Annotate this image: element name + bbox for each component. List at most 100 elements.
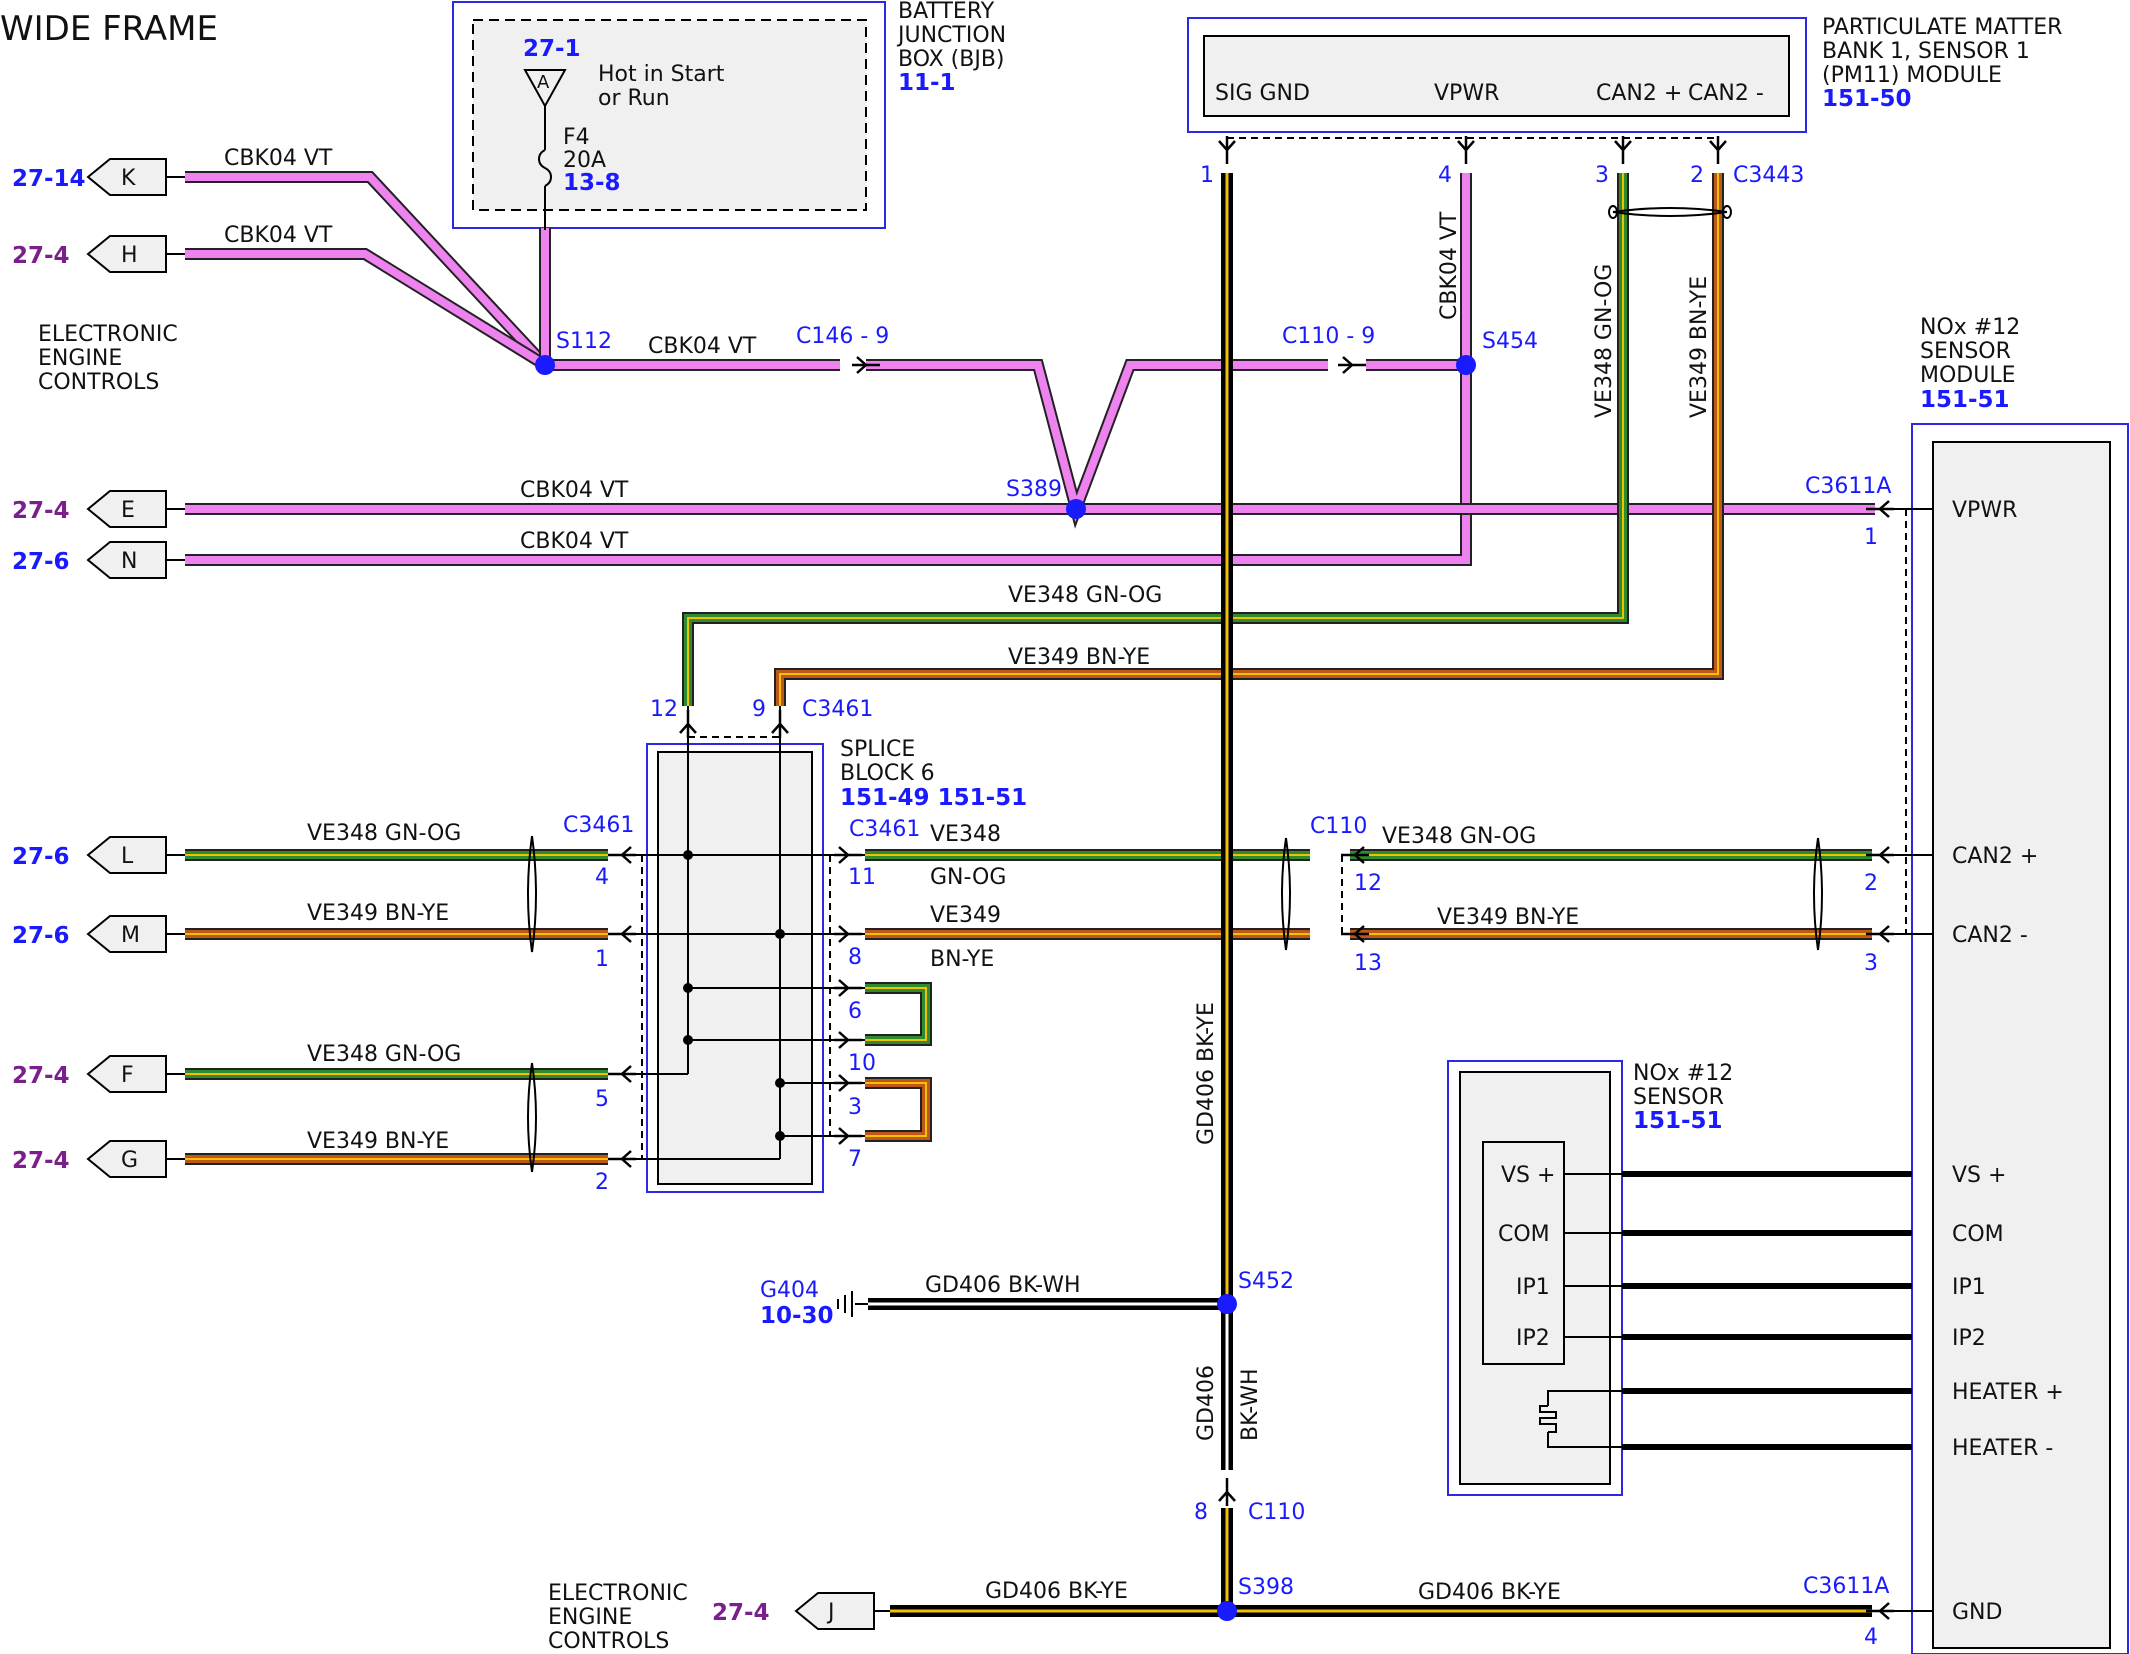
wire-label-vertical: GD406 [1194,1365,1219,1441]
page-ref-link[interactable]: 27-4 [12,1148,70,1174]
eec-label: ELECTRONIC [548,1581,688,1606]
wire-label: VE348 [930,822,1001,847]
pin-number: 4 [1864,1625,1878,1650]
pin-number: 7 [848,1147,862,1172]
wire-label: VE349 [930,903,1001,928]
wire-label-vertical: CBK04 VT [1437,211,1462,320]
splice-s389 [1066,499,1086,519]
pin-number: 1 [1200,163,1214,188]
splice-block-page-ref[interactable]: 151-49 151-51 [840,785,1027,811]
connector-label: C3461 [563,813,634,838]
tag-letter: F [121,1063,134,1088]
connector-label: C3461 [802,697,873,722]
nox-module-pin: CAN2 - [1952,923,2028,948]
tag-letter: H [121,243,138,268]
wire-label: VE348 GN-OG [307,821,461,846]
bjb-page-ref[interactable]: 11-1 [898,70,956,96]
page-ref-link[interactable]: 27-4 [712,1600,770,1626]
pin-number: 8 [1194,1500,1208,1525]
wire-label: CBK04 VT [520,478,629,503]
wire-label: GN-OG [930,865,1006,890]
nox-module-page-ref[interactable]: 151-51 [1920,387,2010,413]
pin-number: 12 [1354,871,1382,896]
pin-number: 3 [1864,951,1878,976]
eec-label: ENGINE [38,346,122,371]
pm11-label: PARTICULATE MATTER [1822,15,2062,40]
pm11-module-box [1187,17,1807,133]
eec-label: CONTROLS [548,1629,669,1654]
pm11-pin-label: CAN2 + [1596,81,1682,106]
splice-s112 [535,355,555,375]
connector-dashes [641,137,1907,1159]
wire-label: CBK04 VT [648,334,757,359]
nox-sensor-page-ref[interactable]: 151-51 [1633,1108,1723,1134]
pin-number: 4 [1438,163,1452,188]
twisted-pair-marks [527,205,1823,1173]
nox-sensor-label: SENSOR [1633,1085,1724,1110]
connector-label: C110 [1310,814,1367,839]
nox-sensor-pin: IP1 [1516,1275,1550,1300]
wire-label-vertical: VE349 BN-YE [1687,276,1712,418]
wire-label-vertical: VE348 GN-OG [1592,264,1617,418]
page-ref-link[interactable]: 27-4 [12,1063,70,1089]
wire-label: CBK04 VT [224,223,333,248]
pin-number: 3 [1595,163,1609,188]
page-ref-link[interactable]: 27-14 [12,166,86,192]
fuse-page-ref[interactable]: 13-8 [563,170,621,196]
fuse-page-ref[interactable]: 27-1 [523,36,581,62]
page-ref-link[interactable]: 27-6 [12,923,70,949]
eec-label: CONTROLS [38,370,159,395]
wire-label: CBK04 VT [520,529,629,554]
pm11-page-ref[interactable]: 151-50 [1822,86,1912,112]
bjb-box [452,1,886,229]
wire-label: VE349 BN-YE [307,1129,449,1154]
pin-number: 10 [848,1051,876,1076]
connector-arrows [608,136,1894,1620]
nox-module-pin: IP1 [1952,1275,1986,1300]
page-ref-link[interactable]: 27-6 [12,844,70,870]
hot-in-start-label: Hot in Start [598,62,725,87]
tag-letter: E [121,498,135,523]
wire-label: CBK04 VT [224,146,333,171]
page-ref-link[interactable]: 27-6 [12,549,70,575]
nox-module-label: NOx #12 [1920,315,2020,340]
fuse-label: F4 [563,125,590,150]
tag-letter: L [121,844,134,869]
nox-sensor-label: NOx #12 [1633,1061,1733,1086]
tag-letter: N [121,549,137,574]
tag-letter: G [121,1148,138,1173]
pin-number: 2 [595,1170,609,1195]
page-ref-link[interactable]: 27-4 [12,498,70,524]
wire-label: VE349 BN-YE [307,901,449,926]
pin-number: 11 [848,865,876,890]
nox-module-pin: HEATER + [1952,1380,2064,1405]
nox-module-pin: HEATER - [1952,1436,2053,1461]
page-ref-link[interactable]: 27-4 [12,243,70,269]
pm11-label: (PM11) MODULE [1822,63,2002,88]
splice-s452 [1217,1294,1237,1314]
pm11-pin-label: CAN2 - [1688,81,1764,106]
eec-label: ENGINE [548,1605,632,1630]
splice-name: S398 [1238,1575,1294,1600]
wire-label: GD406 BK-YE [1418,1580,1561,1605]
pin-number: 6 [848,999,862,1024]
bjb-label: BOX (BJB) [898,47,1005,72]
nox-module-label: SENSOR [1920,339,2011,364]
connector-label: C110 [1248,1500,1305,1525]
hot-in-start-label: or Run [598,86,670,111]
connector-label: C3443 [1733,163,1804,188]
wire-label: VE349 BN-YE [1008,645,1150,670]
splice-name: S454 [1482,329,1538,354]
left-tag-stubs [166,176,890,1612]
nox-module-pin: CAN2 + [1952,844,2038,869]
page-title: WIDE FRAME [0,9,218,49]
splice-s454 [1456,355,1476,375]
bjb-label: BATTERY [898,0,995,24]
nox-module-pin: GND [1952,1600,2002,1625]
pin-number: 1 [595,947,609,972]
ground-page-ref[interactable]: 10-30 [760,1303,834,1329]
splice-dots [535,355,1476,1621]
tag-letter: M [121,923,140,948]
splice-block-label: SPLICE [840,737,915,762]
